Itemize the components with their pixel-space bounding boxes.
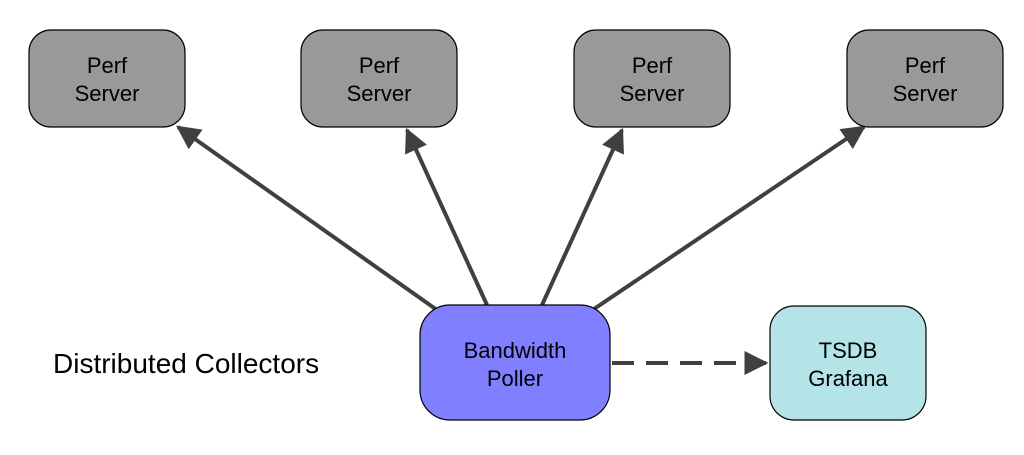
tsdb-line1: TSDB	[819, 338, 878, 363]
arrow-to-perf-server-4	[592, 125, 866, 311]
perf-server-2-line1: Perf	[359, 53, 400, 78]
perf-server-node-4: Perf Server	[846, 29, 1004, 128]
perf-server-node-1: Perf Server	[28, 29, 186, 128]
distributed-collectors-caption: Distributed Collectors	[53, 348, 319, 379]
tsdb-grafana-node: TSDB Grafana	[769, 305, 927, 421]
perf-server-4-line2: Server	[893, 81, 958, 106]
perf-server-node-2: Perf Server	[300, 29, 458, 128]
perf-server-4-line1: Perf	[905, 53, 946, 78]
poller-line2: Poller	[487, 366, 543, 391]
perf-server-2-line2: Server	[347, 81, 412, 106]
arrow-to-perf-server-3	[540, 127, 624, 306]
poller-line1: Bandwidth	[464, 338, 567, 363]
perf-server-3-line2: Server	[620, 81, 685, 106]
perf-server-node-3: Perf Server	[573, 29, 731, 128]
bandwidth-poller-node: Bandwidth Poller	[419, 304, 611, 421]
arrow-to-perf-server-1	[176, 125, 439, 312]
arrow-to-perf-server-2	[405, 127, 489, 306]
tsdb-line2: Grafana	[808, 366, 888, 391]
perf-server-1-line2: Server	[75, 81, 140, 106]
perf-server-3-line1: Perf	[632, 53, 673, 78]
perf-server-1-line1: Perf	[87, 53, 128, 78]
